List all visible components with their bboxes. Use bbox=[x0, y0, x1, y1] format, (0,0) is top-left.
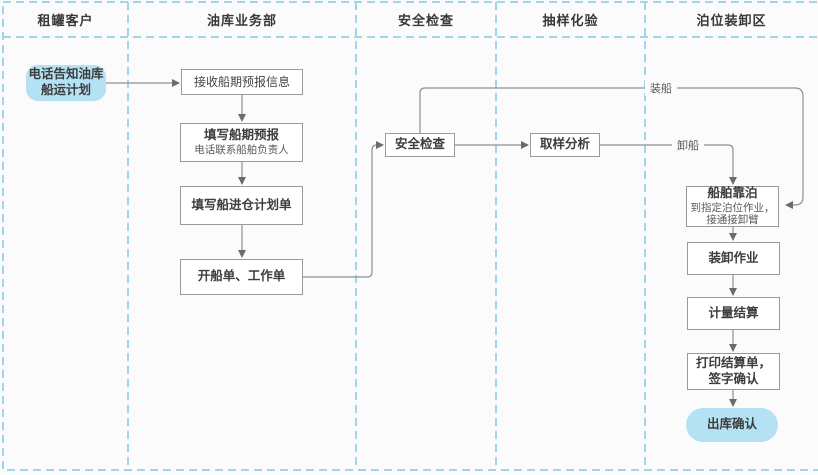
node-title: 安全检查 bbox=[394, 137, 445, 152]
lane-header-safety-check: 安全检查 bbox=[397, 13, 454, 28]
node-title: 打印结算单，签字确认 bbox=[695, 355, 771, 386]
connector-sampling-berthing-unload bbox=[600, 144, 737, 185]
node-sampling-analysis: 取样分析 bbox=[530, 133, 600, 157]
lane-header-sampling-test: 抽样化验 bbox=[542, 13, 599, 28]
edge-label-load-ship: 装船 bbox=[645, 80, 677, 96]
node-title: 装卸作业 bbox=[708, 250, 759, 265]
node-title: 船舶靠泊 bbox=[707, 186, 758, 201]
node-title: 计量结算 bbox=[708, 305, 759, 320]
connector-orders-safety bbox=[303, 141, 384, 278]
lane-header-tank-customer: 租罐客户 bbox=[37, 13, 94, 28]
node-print-sign-confirm: 打印结算单，签字确认 bbox=[687, 353, 780, 390]
node-title: 填写船期预报 bbox=[203, 128, 279, 143]
node-safety-check: 安全检查 bbox=[385, 133, 455, 157]
node-receive-forecast-info: 接收船期预报信息 bbox=[181, 69, 303, 95]
node-subtitle: 电话联系船舶负责人 bbox=[194, 144, 289, 157]
node-ship-berthing: 船舶靠泊 到指定泊位作业，接通接卸臂 bbox=[686, 186, 779, 227]
edge-label-unload-ship: 卸船 bbox=[672, 137, 704, 153]
node-title: 接收船期预报信息 bbox=[193, 74, 290, 89]
connector-safety-berthing-load bbox=[419, 87, 804, 209]
node-title: 开船单、工作单 bbox=[197, 269, 286, 284]
node-title: 出库确认 bbox=[706, 417, 757, 432]
node-fill-ship-forecast: 填写船期预报 电话联系船舶负责人 bbox=[180, 123, 303, 162]
node-loading-unloading-ops: 装卸作业 bbox=[687, 242, 780, 275]
lane-header-berth-area: 泊位装卸区 bbox=[696, 13, 767, 28]
node-title: 填写船进仓计划单 bbox=[191, 197, 292, 212]
node-fill-entry-plan: 填写船进仓计划单 bbox=[180, 186, 303, 225]
lane-header-depot-business: 油库业务部 bbox=[206, 13, 277, 28]
node-subtitle: 到指定泊位作业，接通接卸臂 bbox=[690, 201, 775, 227]
node-title: 电话告知油库船运计划 bbox=[28, 67, 104, 97]
node-start-phone-notify: 电话告知油库船运计划 bbox=[26, 65, 106, 101]
node-outbound-confirmation: 出库确认 bbox=[686, 408, 778, 442]
node-measurement-settlement: 计量结算 bbox=[687, 297, 780, 330]
node-title: 取样分析 bbox=[539, 137, 590, 152]
node-issue-orders: 开船单、工作单 bbox=[180, 259, 303, 295]
